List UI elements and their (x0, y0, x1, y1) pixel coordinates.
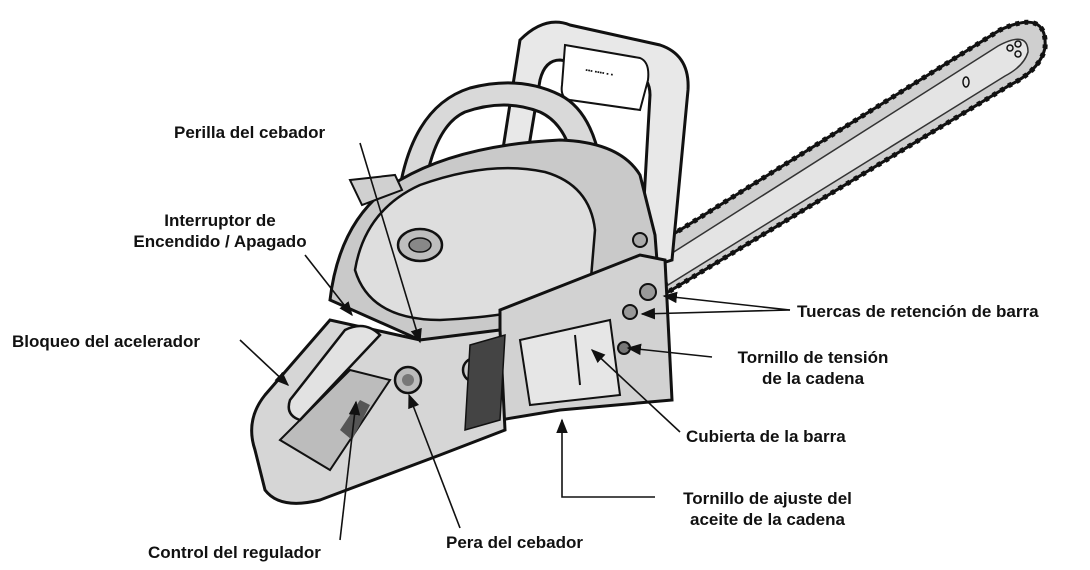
label-chain-tension-screw-line2: de la cadena (761, 369, 865, 388)
leader-bar-cover (590, 349, 681, 433)
label-primer-bulb: Pera del cebador (446, 533, 584, 552)
label-choke-knob: Perilla del cebador (174, 123, 326, 142)
label-throttle-control: Control del regulador (148, 543, 321, 562)
label-chain-tension-screw-line1: Tornillo de tensión (737, 348, 889, 367)
label-on-off-switch-line2: Encendido / Apagado (133, 232, 307, 251)
label-throttle-lockout: Bloqueo del acelerador (12, 332, 200, 351)
leader-throttle-control (339, 400, 361, 541)
leader-lines (239, 142, 791, 541)
label-oil-adjust-screw-line1: Tornillo de ajuste del (683, 489, 852, 508)
leader-oil-adjust (556, 418, 655, 498)
leader-bar-nut-lower (640, 307, 791, 320)
lower-body (250, 318, 507, 505)
leader-on-off-switch (304, 254, 353, 317)
label-on-off-switch-line1: Interruptor de (164, 211, 276, 230)
label-on-off-switch: Interruptor de Encendido / Apagado (110, 210, 330, 252)
label-oil-adjust-screw: Tornillo de ajuste del aceite de la cade… (655, 488, 880, 530)
leader-chain-tension (626, 343, 713, 358)
leader-bar-nut-upper (662, 291, 791, 311)
label-bar-cover: Cubierta de la barra (686, 427, 846, 446)
leader-throttle-lockout (239, 339, 290, 386)
guide-bar (638, 19, 1048, 303)
leader-primer-bulb (408, 393, 461, 529)
svg-text:▪▪▪ ▪▪▪▪ ▪ ▪: ▪▪▪ ▪▪▪▪ ▪ ▪ (585, 67, 614, 79)
label-bar-retaining-nuts: Tuercas de retención de barra (797, 302, 1039, 321)
label-oil-adjust-screw-line2: aceite de la cadena (690, 510, 845, 529)
label-chain-tension-screw: Tornillo de tensión de la cadena (718, 347, 908, 389)
rear-handle: ▪▪▪ ▪▪▪▪ ▪ ▪ (493, 20, 690, 273)
leader-choke-knob (359, 142, 422, 344)
